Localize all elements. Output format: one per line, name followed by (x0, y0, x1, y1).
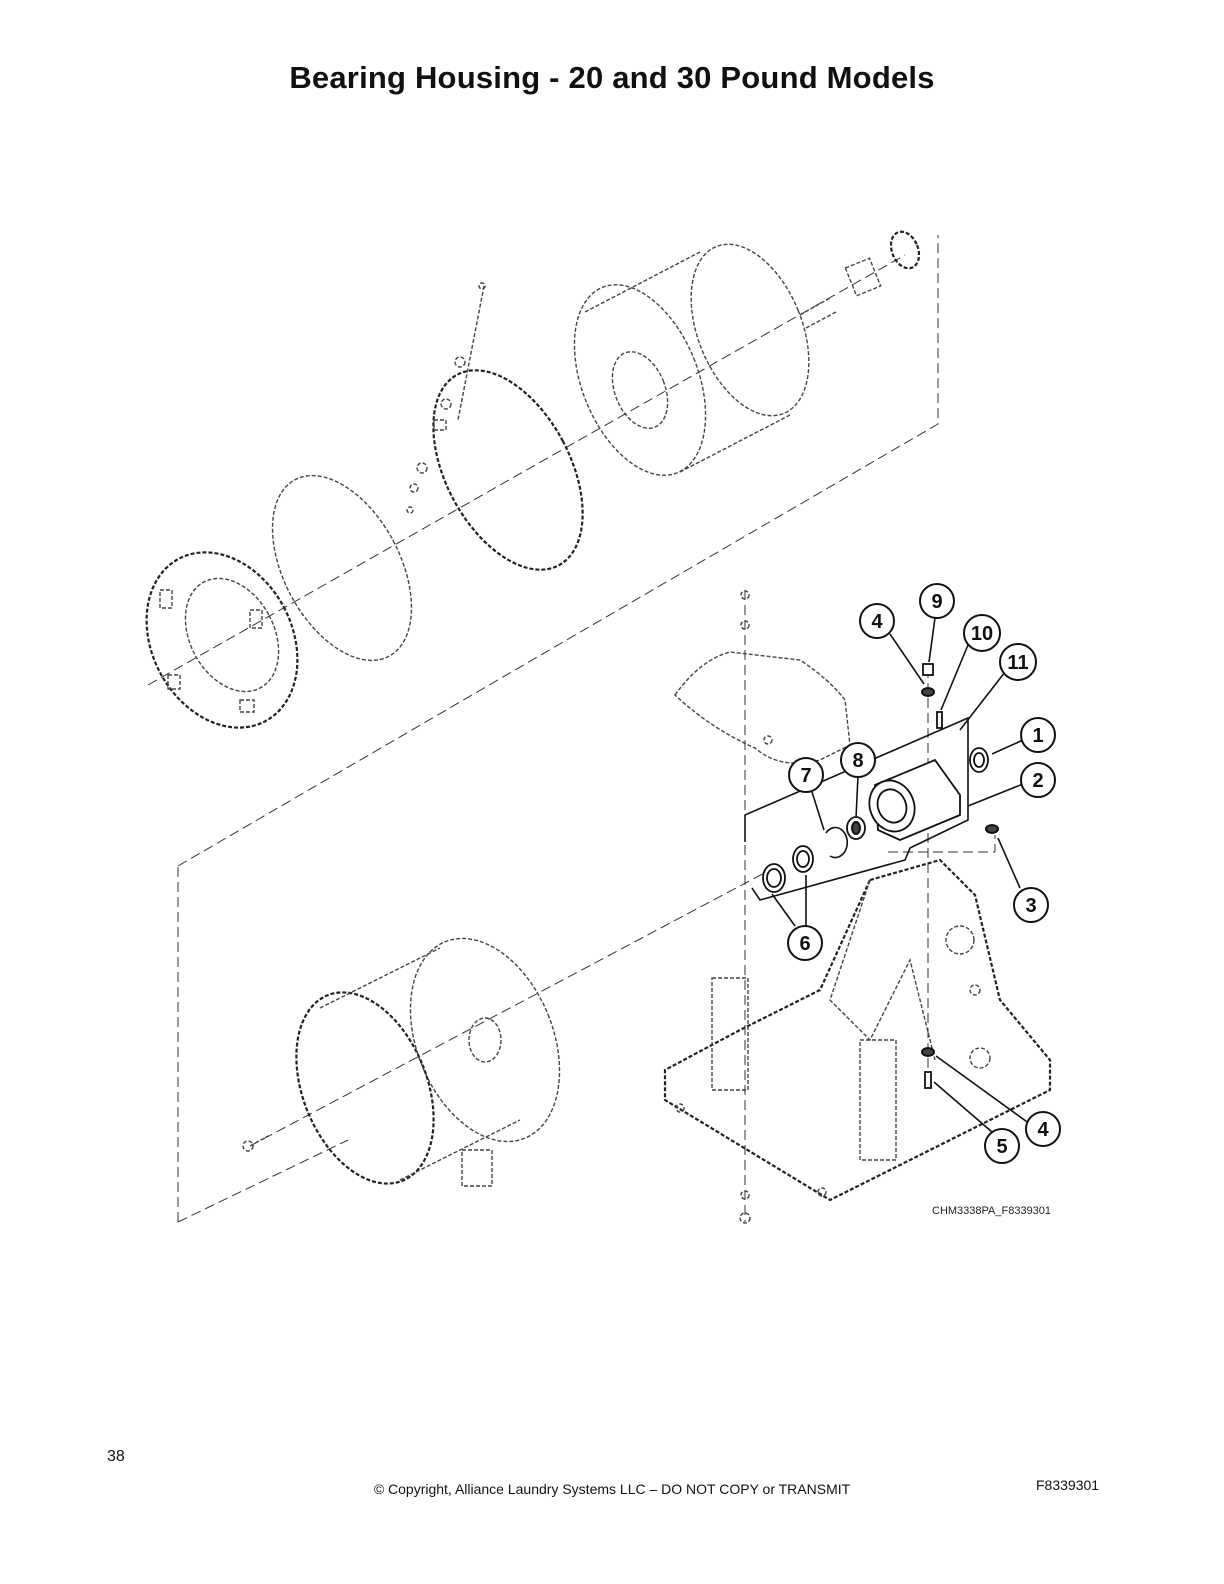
callout-7: 7 (788, 757, 824, 793)
part-7-retaining-ring (825, 826, 849, 859)
leader-6a (771, 893, 796, 927)
svg-text:7: 7 (800, 765, 811, 787)
part-4-washer-top (921, 687, 935, 697)
svg-text:1: 1 (1032, 725, 1043, 747)
lower-boundary-bottom (177, 1139, 349, 1223)
upper-assembly (145, 230, 939, 867)
svg-text:11: 11 (1007, 652, 1028, 674)
shaft-seal (889, 230, 921, 270)
leader-5 (933, 1081, 993, 1133)
callout-4-top: 4 (859, 603, 895, 639)
svg-text:9: 9 (931, 591, 942, 613)
rear-shroud (674, 590, 851, 764)
leader-9 (928, 617, 936, 663)
callout-9: 9 (919, 583, 955, 619)
svg-text:4: 4 (1037, 1119, 1049, 1141)
part-4-washer-bottom (921, 1047, 935, 1057)
lower-assembly (177, 590, 1052, 1224)
svg-text:3: 3 (1025, 895, 1036, 917)
leader-8 (855, 775, 859, 819)
leader-10 (940, 644, 969, 711)
footer-copyright: © Copyright, Alliance Laundry Systems LL… (373, 1481, 851, 1497)
footer-document-number: F8339301 (1036, 1477, 1100, 1493)
leader-4-bottom (935, 1055, 1031, 1125)
callout-4-bottom: 4 (1025, 1111, 1061, 1147)
part-5-bolt (924, 1071, 932, 1089)
svg-text:5: 5 (996, 1136, 1007, 1158)
callout-5: 5 (984, 1128, 1020, 1164)
callout-2: 2 (1020, 762, 1056, 798)
leader-7 (811, 791, 825, 831)
front-door-ring (145, 551, 299, 729)
callout-8: 8 (840, 742, 876, 778)
leader-3 (997, 837, 1021, 889)
callout-1: 1 (1020, 717, 1056, 753)
svg-text:2: 2 (1032, 770, 1043, 792)
bearing-frame-stand (663, 858, 1052, 1224)
svg-text:4: 4 (871, 611, 883, 633)
svg-text:8: 8 (852, 750, 863, 772)
outer-tub (242, 937, 561, 1187)
leader-11 (959, 671, 1006, 731)
callout-3: 3 (1013, 887, 1049, 923)
svg-text:10: 10 (971, 623, 993, 645)
gasket-ring (271, 474, 413, 662)
part-3-washer (985, 824, 999, 834)
lower-center-axis (249, 869, 771, 1147)
callout-10: 10 (963, 614, 1001, 652)
leader-1 (991, 739, 1024, 755)
leader-4-top (889, 633, 925, 685)
callout-11: 11 (999, 643, 1037, 681)
bearing-housing-group (744, 663, 999, 1089)
callout-leaders (771, 617, 1031, 1133)
page-title: Bearing Housing - 20 and 30 Pound Models (289, 60, 935, 95)
bracket-line (888, 835, 996, 853)
part-10-pin (936, 711, 943, 729)
group-outline (744, 716, 969, 901)
part-9-fitting (922, 663, 934, 676)
upper-center-axis (147, 254, 906, 686)
drawing-id: CHM3338PA_F8339301 (932, 1205, 1052, 1217)
leader-2 (967, 783, 1024, 807)
upper-boundary-line (177, 235, 939, 867)
footer-page-number: 38 (107, 1448, 125, 1465)
callouts: 1 2 3 4 4 5 6 7 8 9 10 11 (787, 583, 1061, 1164)
callout-6: 6 (787, 925, 823, 961)
svg-text:6: 6 (799, 933, 810, 955)
basket-cylinder (573, 230, 921, 476)
clamp-band (406, 282, 584, 571)
